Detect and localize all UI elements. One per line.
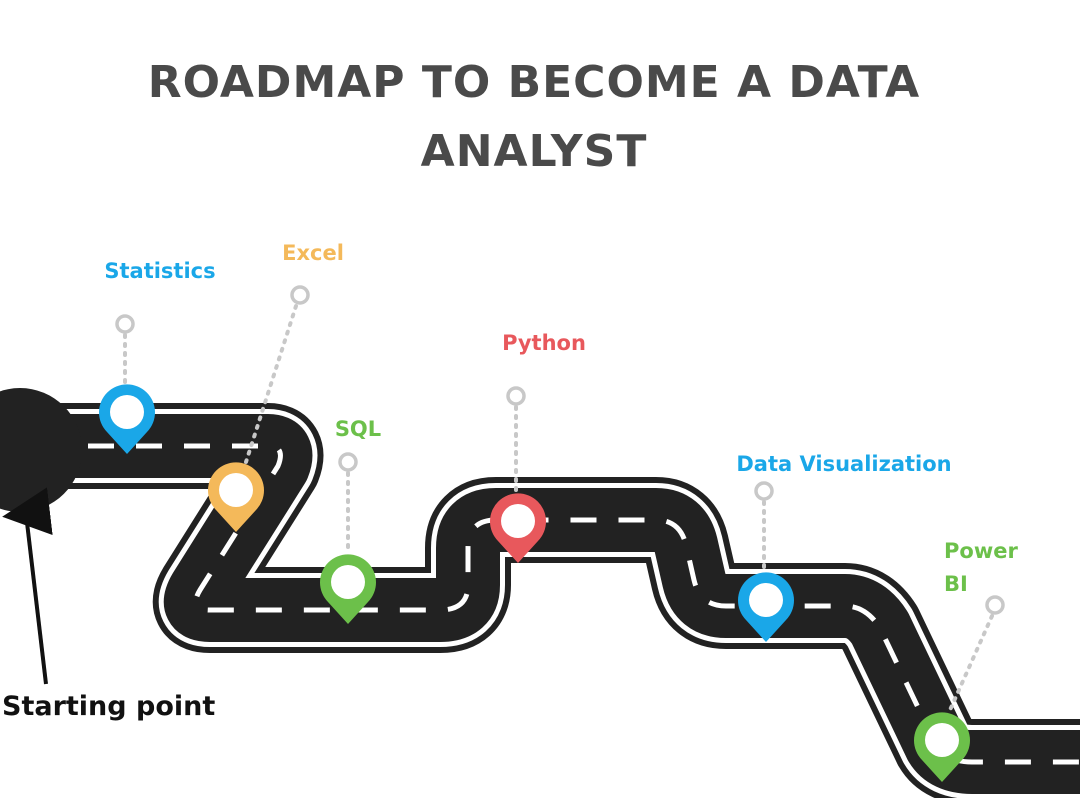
step-label-sql: SQL — [335, 417, 381, 441]
leader-ring-python — [506, 386, 526, 406]
step-label-statistics: Statistics — [104, 259, 215, 283]
leader-ring-sql — [338, 452, 358, 472]
step-label-power-bi-line-2: BI — [944, 572, 968, 596]
road-center-dashes — [40, 443, 1080, 765]
map-pin-center — [501, 504, 535, 538]
step-label-python: Python — [502, 331, 586, 355]
leader-lines — [123, 304, 994, 712]
map-pin-data-visualization — [738, 572, 794, 642]
map-pin-center — [925, 723, 959, 757]
step-label-excel: Excel — [282, 241, 344, 265]
map-pin-excel — [208, 462, 264, 532]
map-pin-python — [490, 493, 546, 563]
leader-ring-power-bi — [985, 595, 1005, 615]
step-label-power-bi-line-1: Power — [944, 539, 1018, 563]
map-pin-center — [219, 473, 253, 507]
page-title-line-2: ANALYST — [421, 126, 648, 177]
map-pin-statistics — [99, 384, 155, 454]
page-title-line-1: ROADMAP TO BECOME A DATA — [148, 57, 920, 108]
map-pin-power-bi — [914, 712, 970, 782]
start-circle-icon — [0, 388, 82, 512]
map-pin-sql — [320, 554, 376, 624]
leader-ring-statistics — [115, 314, 135, 334]
map-pin-center — [749, 583, 783, 617]
leader-line-excel — [244, 304, 298, 464]
arrow-up-icon — [2, 487, 53, 685]
leader-ring-data-visualization — [754, 481, 774, 501]
leader-ring-excel — [290, 285, 310, 305]
starting-point-label: Starting point — [2, 691, 215, 722]
map-pin-center — [331, 565, 365, 599]
step-label-data-visualization: Data Visualization — [736, 452, 951, 476]
map-pin-center — [110, 395, 144, 429]
leader-rings — [115, 285, 1005, 615]
road — [40, 403, 1080, 798]
leader-line-power-bi — [948, 614, 994, 712]
